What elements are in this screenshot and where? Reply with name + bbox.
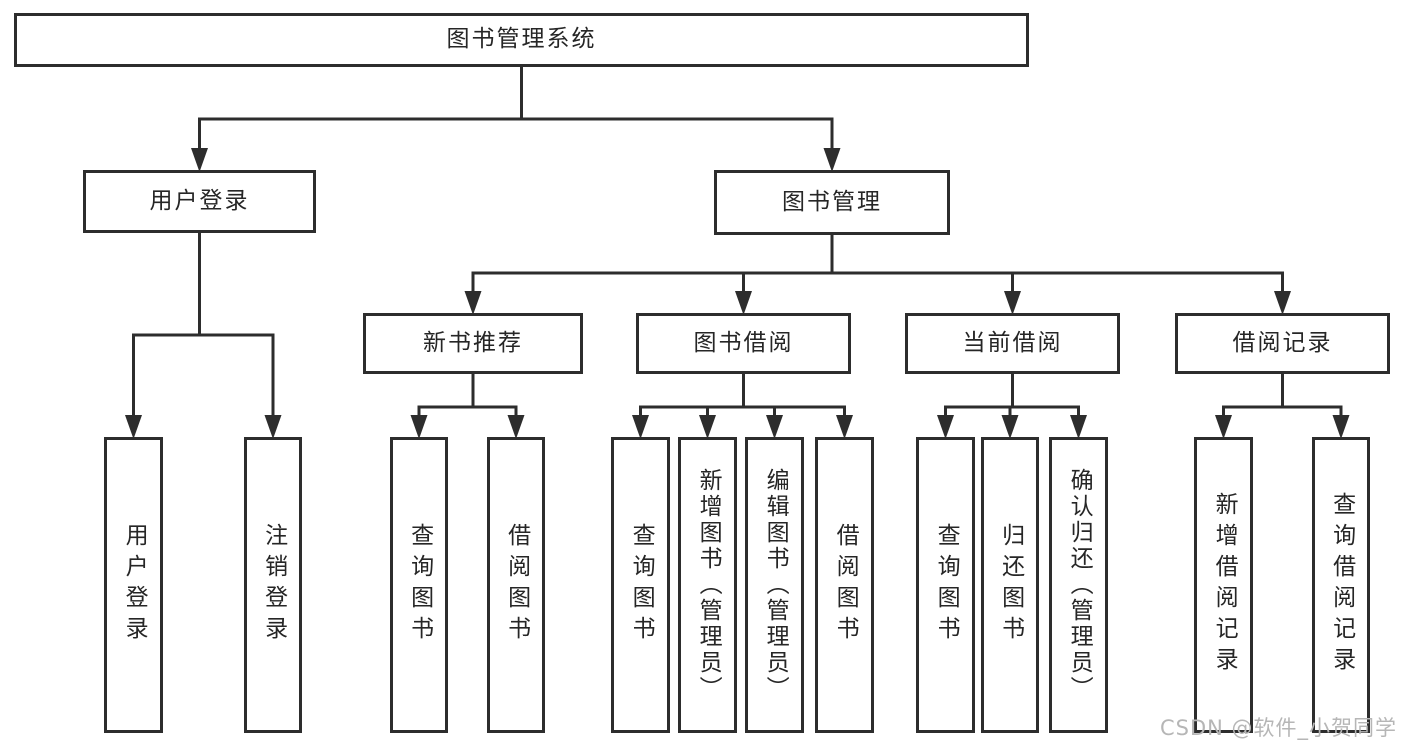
node-user-login: 用户登录	[83, 170, 316, 233]
node-borrow-records: 借阅记录	[1175, 313, 1390, 374]
node-current-borrow: 当前借阅	[905, 313, 1120, 374]
node-br-query-record: 查询借阅记录	[1312, 437, 1370, 733]
node-cb-confirm-return: 确认归还（管理员）	[1049, 437, 1108, 733]
node-cb-return-book: 归还图书	[981, 437, 1039, 733]
node-bb-edit-book: 编辑图书（管理员）	[745, 437, 804, 733]
node-logout: 注销登录	[244, 437, 302, 733]
node-book-mgmt: 图书管理	[714, 170, 950, 235]
node-root: 图书管理系统	[14, 13, 1029, 67]
node-book-borrow: 图书借阅	[636, 313, 851, 374]
node-br-add-record: 新增借阅记录	[1194, 437, 1253, 733]
node-bb-query-book: 查询图书	[611, 437, 670, 733]
node-bb-borrow-book: 借阅图书	[815, 437, 874, 733]
node-login: 用户登录	[104, 437, 163, 733]
node-rec-borrow-book: 借阅图书	[487, 437, 545, 733]
watermark: CSDN @软件_小贺同学	[1160, 716, 1398, 740]
node-cb-query-book: 查询图书	[916, 437, 975, 733]
node-new-book-rec: 新书推荐	[363, 313, 583, 374]
node-bb-add-book: 新增图书（管理员）	[678, 437, 737, 733]
node-rec-query-book: 查询图书	[390, 437, 448, 733]
